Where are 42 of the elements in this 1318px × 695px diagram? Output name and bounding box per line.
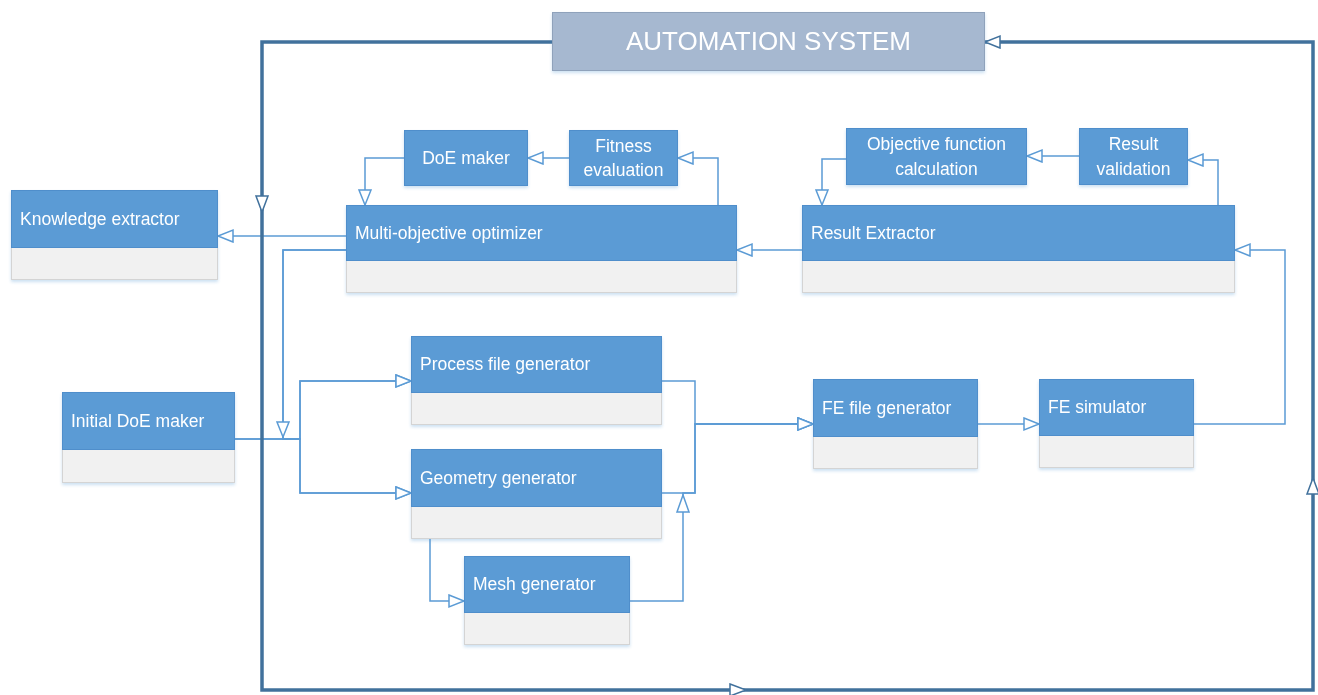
arrow xyxy=(1193,243,1286,425)
arrow xyxy=(217,229,347,243)
process-box xyxy=(411,449,662,539)
process-box xyxy=(11,190,218,280)
arrow xyxy=(1026,149,1080,163)
arrow xyxy=(1187,153,1219,206)
process-box xyxy=(404,130,528,186)
box-title: Knowledge extractor xyxy=(20,207,180,231)
box-title: FE file generator xyxy=(822,396,952,420)
box-title: DoE maker xyxy=(422,146,510,170)
box-title: Result validation xyxy=(1095,133,1172,181)
process-box xyxy=(1079,128,1188,185)
box-title: Result Extractor xyxy=(811,221,936,245)
arrow xyxy=(736,243,803,257)
arrow xyxy=(815,158,847,206)
arrow xyxy=(677,151,719,206)
arrow xyxy=(282,249,412,500)
box-title: Initial DoE maker xyxy=(71,409,205,433)
arrow xyxy=(260,35,1315,692)
arrow xyxy=(429,538,465,608)
process-box xyxy=(1039,379,1194,468)
box-title: Objective function calculation xyxy=(865,133,1008,181)
box-title: Geometry generator xyxy=(420,466,577,490)
process-box xyxy=(846,128,1027,185)
arrow xyxy=(977,417,1040,431)
process-box xyxy=(464,556,630,645)
arrow xyxy=(358,157,405,206)
box-title: Multi-objective optimizer xyxy=(355,221,543,245)
arrow xyxy=(527,151,570,165)
process-box xyxy=(62,392,235,483)
process-box xyxy=(411,336,662,425)
box-title: Fitness evaluation xyxy=(582,134,665,182)
box-title: AUTOMATION SYSTEM xyxy=(625,25,912,59)
arrow xyxy=(661,417,814,494)
process-box xyxy=(813,379,978,469)
process-box xyxy=(802,205,1235,293)
box-title: FE simulator xyxy=(1048,396,1147,420)
box-title: Process file generator xyxy=(420,353,591,377)
process-box xyxy=(552,12,985,71)
box-title: Mesh generator xyxy=(473,573,596,597)
process-box xyxy=(346,205,737,293)
process-box xyxy=(569,130,678,186)
